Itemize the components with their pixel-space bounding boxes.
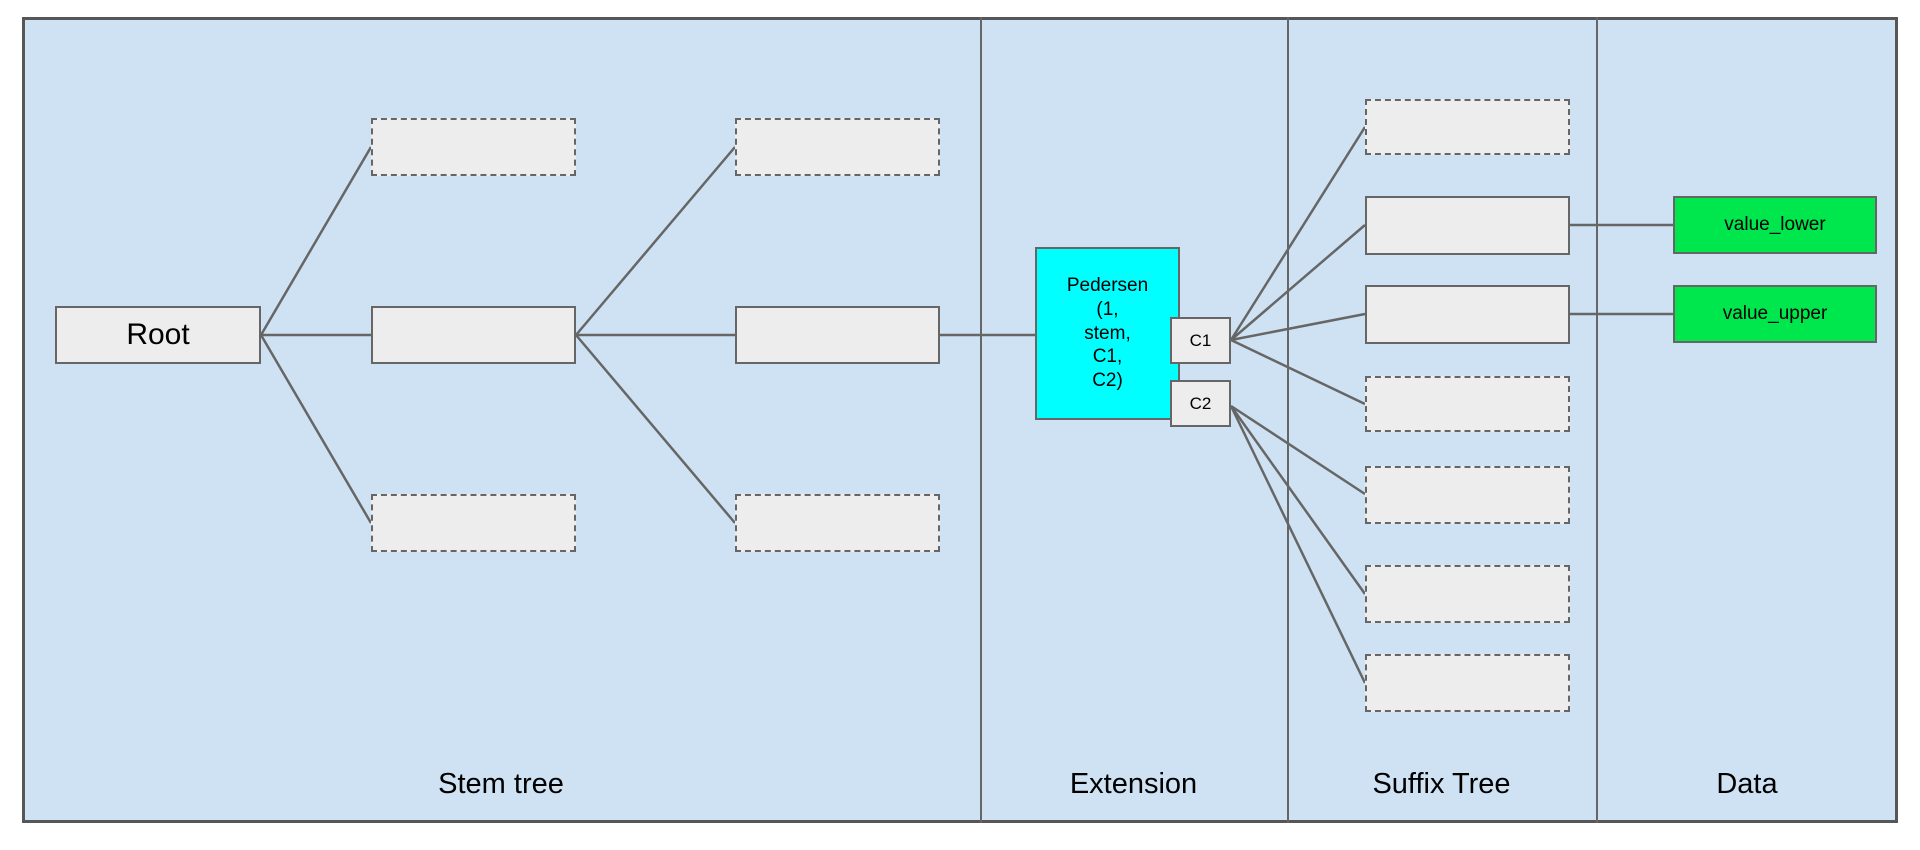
stem-l2-bottom-placeholder <box>735 494 940 552</box>
divider-suffix-data <box>1596 17 1598 823</box>
section-label-extension: Extension <box>1069 768 1198 800</box>
suffix-node-2 <box>1365 196 1570 255</box>
value-lower-node: value_lower <box>1673 196 1877 254</box>
section-label-suffix-tree: Suffix Tree <box>1372 768 1511 800</box>
pedersen-node-label: Pedersen (1, stem, C1, C2) <box>1066 275 1149 392</box>
stem-l2-top-placeholder <box>735 118 940 176</box>
c1-node-label: C1 <box>1189 330 1212 350</box>
suffix-node-5-placeholder <box>1365 466 1570 524</box>
suffix-node-3 <box>1365 285 1570 344</box>
pedersen-commitment-node: Pedersen (1, stem, C1, C2) <box>1035 247 1180 420</box>
stem-l1-top-placeholder <box>371 118 576 176</box>
c2-node: C2 <box>1170 380 1231 427</box>
c1-node: C1 <box>1170 317 1231 364</box>
section-label-stem-tree: Stem tree <box>438 768 564 800</box>
value-upper-node: value_upper <box>1673 285 1877 343</box>
c2-node-label: C2 <box>1189 393 1212 413</box>
root-node-label: Root <box>126 318 190 351</box>
diagram-frame <box>22 17 1898 823</box>
divider-extension-suffix <box>1287 17 1289 823</box>
suffix-node-1-placeholder <box>1365 99 1570 155</box>
root-node: Root <box>55 306 261 364</box>
stem-l1-node <box>371 306 576 364</box>
stem-l1-bottom-placeholder <box>371 494 576 552</box>
stem-l2-node <box>735 306 940 364</box>
divider-stem-extension <box>980 17 982 823</box>
section-label-data: Data <box>1716 768 1778 800</box>
suffix-node-7-placeholder <box>1365 654 1570 712</box>
suffix-node-6-placeholder <box>1365 565 1570 623</box>
value-lower-label: value_lower <box>1724 214 1826 235</box>
suffix-node-4-placeholder <box>1365 376 1570 432</box>
value-upper-label: value_upper <box>1722 303 1828 324</box>
